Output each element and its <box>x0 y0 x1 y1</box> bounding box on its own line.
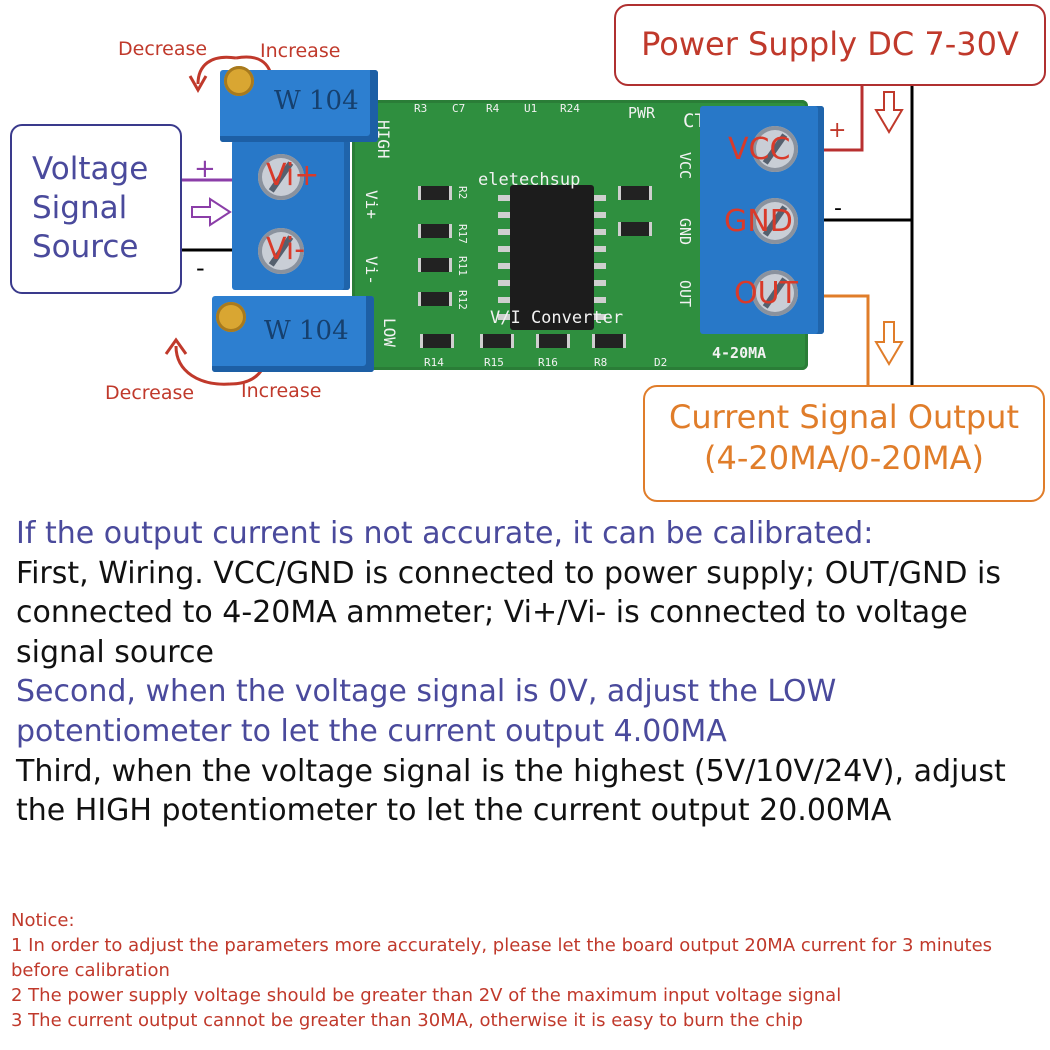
voltage-signal-source-box: Voltage Signal Source <box>10 124 182 294</box>
vi-minus-screw <box>258 228 304 274</box>
input-minus-label: - <box>196 254 205 282</box>
resistor <box>618 222 652 236</box>
resistor <box>480 334 514 348</box>
voltage-line-1: Voltage <box>32 151 149 187</box>
vcc-screw <box>752 126 798 172</box>
part-r16: R16 <box>538 356 558 369</box>
silk-range: 4-20MA <box>712 344 767 362</box>
decrease-label-top: Decrease <box>118 38 208 60</box>
chip-pin <box>498 212 510 218</box>
part-r17: R17 <box>456 224 469 244</box>
part-r24: R24 <box>560 102 580 115</box>
power-minus-label: - <box>834 196 842 221</box>
calibration-instructions: If the output current is not accurate, i… <box>16 514 1046 831</box>
part-r14: R14 <box>424 356 444 369</box>
chip-pin <box>498 280 510 286</box>
input-right-arrow-icon <box>191 197 232 227</box>
silk-high: HIGH <box>374 120 393 159</box>
silk-side-out: OUT <box>676 280 694 308</box>
silk-converter: V/I Converter <box>490 308 624 328</box>
step-third: Third, when the voltage signal is the hi… <box>16 753 1006 829</box>
chip-pin <box>498 297 510 303</box>
chip-pin <box>594 195 606 201</box>
gnd-screw <box>752 198 798 244</box>
voltage-line-3: Source <box>32 229 139 265</box>
power-supply-box: Power Supply DC 7-30V <box>614 4 1046 86</box>
power-plus-label: + <box>828 118 847 143</box>
part-r2: R2 <box>456 186 469 200</box>
low-pot-label: W 104 <box>264 316 349 346</box>
chip-pin <box>594 246 606 252</box>
decrease-label-bottom: Decrease <box>105 382 195 404</box>
chip-pin <box>498 263 510 269</box>
chip-pin <box>594 263 606 269</box>
low-pot-knob[interactable] <box>216 302 246 332</box>
pin-vi-minus: Vi- <box>266 232 306 267</box>
notice-item-2: 2 The power supply voltage should be gre… <box>11 985 842 1006</box>
resistor <box>536 334 570 348</box>
power-down-arrow-icon <box>874 91 904 134</box>
chip-pin <box>594 212 606 218</box>
resistor <box>418 186 452 200</box>
notice-item-1: 1 In order to adjust the parameters more… <box>11 935 993 981</box>
decrease-arrow-bottom-icon <box>174 345 231 386</box>
pin-out: OUT <box>734 276 798 311</box>
chip-pin <box>498 195 510 201</box>
silk-side-gnd: GND <box>676 218 694 246</box>
chip-pin <box>498 229 510 235</box>
resistor <box>420 334 454 348</box>
notice-title: Notice: <box>11 910 75 931</box>
part-r11: R11 <box>456 256 469 276</box>
pin-vcc: VCC <box>728 132 791 167</box>
out-screw <box>752 270 798 316</box>
notice-item-3: 3 The current output cannot be greater t… <box>11 1010 803 1031</box>
chip-pin <box>594 229 606 235</box>
chip-pin <box>594 280 606 286</box>
chip-pin <box>498 314 510 320</box>
notice-section: Notice: 1 In order to adjust the paramet… <box>11 908 1046 1033</box>
resistor <box>418 292 452 306</box>
silk-brand: eletechsup <box>478 170 581 190</box>
part-d2: D2 <box>654 356 668 369</box>
decrease-arrow-top-icon <box>196 55 237 85</box>
resistor <box>418 258 452 272</box>
part-r4: R4 <box>486 102 500 115</box>
part-r12: R12 <box>456 290 469 310</box>
silk-pwr: PWR <box>628 104 656 122</box>
output-down-arrow-icon <box>874 321 904 366</box>
increase-label-bottom: Increase <box>241 380 322 402</box>
current-line-2: (4-20MA/0-20MA) <box>704 439 984 477</box>
silk-low: LOW <box>380 318 399 347</box>
current-line-1: Current Signal Output <box>669 398 1019 436</box>
input-plus-label: + <box>194 154 216 184</box>
high-pot-label: W 104 <box>274 86 359 116</box>
resistor <box>618 186 652 200</box>
ic-chip <box>498 185 606 330</box>
part-r8: R8 <box>594 356 608 369</box>
chip-pin <box>498 246 510 252</box>
part-u1: U1 <box>524 102 538 115</box>
part-c7: C7 <box>452 102 466 115</box>
step-first: First, Wiring. VCC/GND is connected to p… <box>16 555 1001 670</box>
part-r3: R3 <box>414 102 428 115</box>
silk-vplus: Vi+ <box>362 190 381 219</box>
pin-gnd: GND <box>724 204 793 239</box>
high-pot-knob[interactable] <box>224 66 254 96</box>
chip-pin <box>594 297 606 303</box>
voltage-line-2: Signal <box>32 190 128 226</box>
chip-pin <box>594 314 606 320</box>
resistor <box>418 224 452 238</box>
vi-plus-screw <box>258 154 304 200</box>
part-r15: R15 <box>484 356 504 369</box>
step-second: Second, when the voltage signal is 0V, a… <box>16 674 837 749</box>
calibration-heading: If the output current is not accurate, i… <box>16 516 874 551</box>
pin-vi-plus: Vi+ <box>266 158 320 193</box>
silk-side-vcc: VCC <box>676 152 694 180</box>
current-output-box: Current Signal Output (4-20MA/0-20MA) <box>643 385 1045 502</box>
resistor <box>592 334 626 348</box>
increase-label-top: Increase <box>260 40 341 62</box>
silk-vminus: Vi- <box>362 256 381 285</box>
